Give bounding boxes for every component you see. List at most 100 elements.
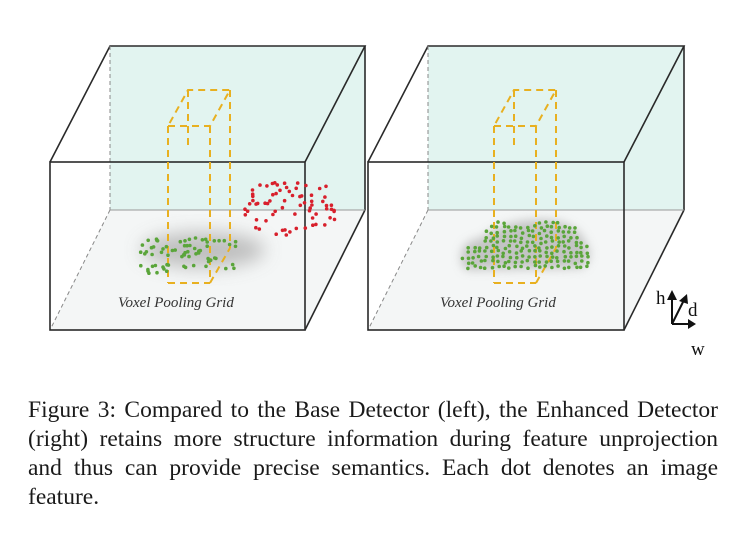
feature-dot <box>501 251 506 256</box>
feature-dot <box>525 240 530 244</box>
feature-dot <box>146 238 150 243</box>
feature-dot <box>203 237 208 242</box>
feature-dot <box>191 263 196 268</box>
feature-dot <box>183 250 187 255</box>
feature-dot <box>332 217 337 222</box>
feature-dot <box>204 264 208 269</box>
feature-dot <box>479 259 484 263</box>
feature-dot <box>550 239 555 243</box>
feature-dot <box>562 249 566 254</box>
feature-dot <box>473 245 478 250</box>
feature-dot <box>304 183 308 188</box>
feature-dot <box>466 256 471 261</box>
feature-dot <box>473 264 478 268</box>
feature-dot <box>526 225 530 230</box>
feature-dot <box>575 265 579 270</box>
feature-dot <box>294 186 299 191</box>
feature-dot <box>544 220 548 224</box>
feature-dot <box>284 185 289 190</box>
feature-dot <box>161 247 165 251</box>
feature-dot <box>245 209 250 213</box>
left-red-feature-dots <box>243 181 337 237</box>
feature-dot <box>543 264 547 268</box>
feature-dot <box>557 225 561 230</box>
feature-dot <box>519 240 523 245</box>
left-pooling-column <box>166 89 232 284</box>
right-green-feature-dots <box>460 220 590 271</box>
feature-dot <box>173 248 177 252</box>
feature-dot <box>232 266 236 271</box>
feature-dot <box>555 220 560 225</box>
feature-dot <box>491 258 495 263</box>
feature-dot <box>275 183 280 187</box>
feature-dot <box>155 270 159 275</box>
feature-dot <box>484 229 489 233</box>
feature-dot <box>212 239 217 243</box>
feature-dot <box>543 240 548 244</box>
left-grid-label: Voxel Pooling Grid <box>118 295 234 311</box>
feature-dot <box>526 266 530 271</box>
feature-dot <box>544 250 548 255</box>
feature-dot <box>490 265 495 270</box>
feature-dot <box>562 266 567 271</box>
left-feature-blur <box>141 232 265 268</box>
feature-dot <box>484 236 489 240</box>
axis-label-d: d <box>688 300 698 321</box>
feature-dot <box>321 199 325 204</box>
feature-dot <box>489 224 494 229</box>
feature-dot <box>284 233 289 237</box>
feature-dot <box>585 244 589 249</box>
feature-dot <box>537 260 541 264</box>
feature-dot <box>501 254 505 259</box>
figure-illustration: Voxel Pooling Grid Voxel Pooling Grid <box>49 45 705 360</box>
feature-dot <box>208 258 213 263</box>
feature-dot <box>509 229 513 233</box>
feature-dot <box>580 254 584 258</box>
feature-dot <box>549 235 554 240</box>
feature-dot <box>527 255 531 259</box>
right-cube-front-face <box>367 161 625 331</box>
feature-dot <box>222 238 227 243</box>
feature-dot <box>258 183 262 187</box>
feature-dot <box>502 221 506 226</box>
feature-dot <box>537 246 541 250</box>
feature-dot <box>556 264 560 268</box>
feature-dot <box>144 250 149 254</box>
feature-dot <box>537 221 542 225</box>
feature-dot <box>194 252 198 256</box>
feature-dot <box>491 255 495 259</box>
feature-dot <box>567 246 571 250</box>
feature-dot <box>293 212 297 216</box>
feature-dot <box>566 259 571 263</box>
feature-dot <box>495 234 500 238</box>
feature-dot <box>533 224 537 228</box>
feature-dot <box>556 244 561 248</box>
feature-dot <box>575 250 579 255</box>
feature-dot <box>579 250 583 255</box>
feature-dot <box>233 244 238 249</box>
feature-dot <box>513 234 518 238</box>
feature-dot <box>550 265 554 270</box>
feature-dot <box>531 234 536 239</box>
feature-dot <box>545 234 549 238</box>
feature-dot <box>562 244 567 248</box>
d-axis-arrow <box>679 294 688 304</box>
feature-dot <box>496 248 501 253</box>
feature-dot <box>271 212 275 217</box>
feature-dot <box>545 246 549 250</box>
feature-dot <box>282 198 287 203</box>
feature-dot <box>187 237 192 242</box>
feature-dot <box>533 260 537 264</box>
feature-dot <box>193 236 198 240</box>
feature-dot <box>230 262 235 267</box>
feature-dot <box>273 181 277 185</box>
feature-dot <box>567 226 572 230</box>
feature-dot <box>466 266 470 271</box>
feature-dot <box>243 213 248 217</box>
feature-dot <box>243 207 247 211</box>
feature-dot <box>264 219 268 223</box>
feature-dot <box>579 245 583 250</box>
feature-dot <box>520 254 525 258</box>
feature-dot <box>502 224 507 229</box>
feature-dot <box>489 239 493 243</box>
